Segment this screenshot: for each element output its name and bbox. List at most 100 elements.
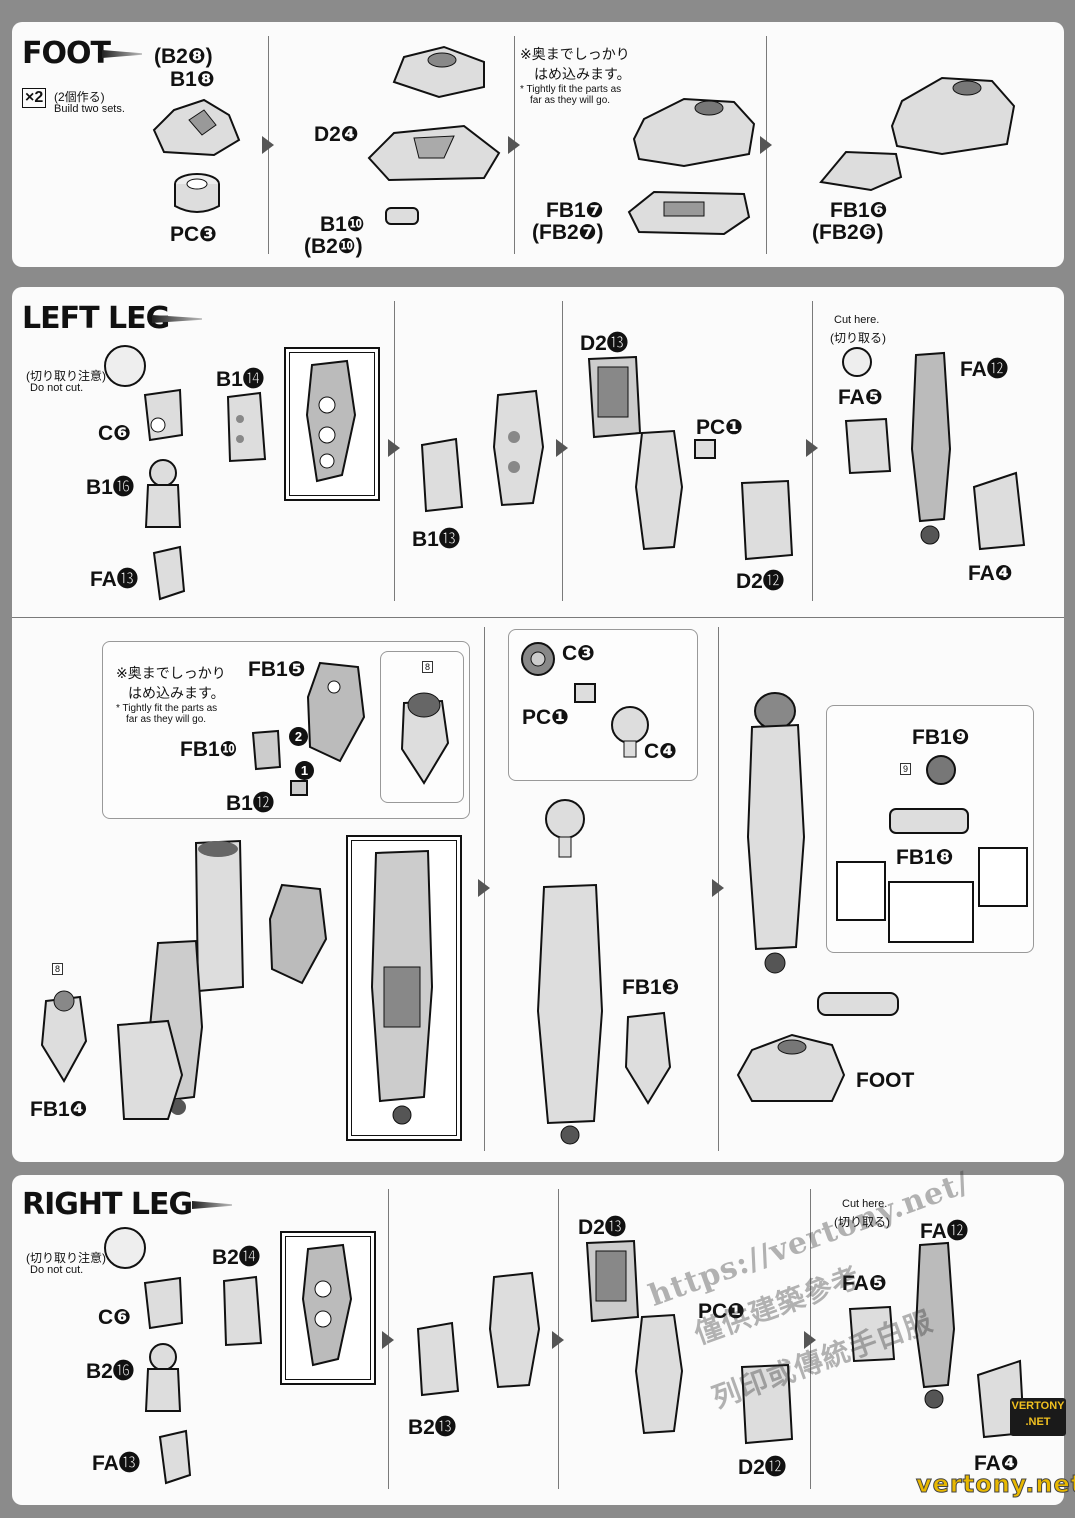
- part-label-fb110: FB1❿: [180, 738, 238, 761]
- part-label-fb14: FB1❹: [30, 1098, 88, 1121]
- part-label-fa12: FA⓬: [920, 1220, 968, 1243]
- leg-part-c6: [140, 385, 186, 445]
- leg-part-b213-plate: [412, 1319, 462, 1399]
- part-label-b210: (B2❿): [304, 235, 363, 258]
- leg-part-fb15-side: [262, 879, 332, 989]
- leg-part-fb15: [300, 657, 370, 767]
- right-leg-panel: RIGHT LEG (切り取り注意) Do not cut. B2⓮ C❻ B2…: [12, 1175, 1064, 1505]
- cut-here-en: Cut here.: [834, 314, 880, 326]
- leg-part-pc1: [692, 437, 718, 461]
- left-leg-panel: LEFT LEG (切り取り注意) Do not cut. B1⓮ C❻ B1⓰…: [12, 287, 1064, 1162]
- part-label-d213: D2⓭: [578, 1216, 626, 1239]
- foot-part-top: [384, 42, 494, 102]
- step-arrow: [552, 1331, 564, 1349]
- part-label-fb18: FB1❽: [896, 846, 954, 869]
- foot-part-fb17: [624, 182, 754, 240]
- part-label-fb19: FB1❾: [912, 726, 970, 749]
- part-label-fa5: FA❺: [842, 1272, 887, 1295]
- do-not-cut-jp: (切り取り注意): [26, 369, 106, 383]
- leg-part-ankle-bar: [812, 983, 904, 1025]
- leg-part-fb18: [884, 801, 974, 841]
- part-label-b112: B1⓬: [226, 792, 274, 815]
- leg-part-upper: [188, 837, 248, 997]
- do-not-cut-en: Do not cut.: [30, 1264, 84, 1276]
- step-arrow: [804, 1331, 816, 1349]
- foot-part-assembled: [624, 84, 764, 174]
- detail-frame-bar: [888, 881, 974, 943]
- title-swoosh: [192, 1201, 232, 1209]
- leg-part-b112: [288, 777, 310, 799]
- step-1-badge: 1: [295, 761, 314, 780]
- part-label-d213: D2⓭: [580, 332, 628, 355]
- detail-frame-right-cap: [978, 847, 1028, 907]
- leg-part-fa4: [968, 467, 1028, 553]
- leg-part-frame: [488, 387, 548, 509]
- logo-bottom-text: .NET: [1025, 1416, 1051, 1428]
- step-arrow: [806, 439, 818, 457]
- leg-part-c6: [140, 1273, 186, 1333]
- part-label-b116: B1⓰: [86, 476, 134, 499]
- badge-9: 9: [900, 763, 912, 775]
- leg-part-outer-armor: [108, 1015, 188, 1125]
- leg-part-full-detail: [362, 847, 442, 1129]
- foot-panel: FOOT ×2 (2個作る) Build two sets. (B2❽) B1❽…: [12, 22, 1064, 267]
- part-label-fb17: FB1❼: [546, 199, 604, 222]
- part-label-b28: (B2❽): [154, 45, 213, 68]
- section-title-left-leg: LEFT LEG: [22, 301, 170, 336]
- leg-part-d212: [736, 477, 796, 563]
- part-label-fb27: (FB2❼): [532, 221, 604, 244]
- detail-frame-left-cap: [836, 861, 886, 921]
- leg-part-b114: [220, 389, 270, 465]
- part-label-b110: B1❿: [320, 213, 365, 236]
- part-label-fa13: FA⓭: [90, 568, 138, 591]
- leg-part-b214: [216, 1273, 266, 1349]
- leg-part-fa13: [148, 543, 188, 603]
- cut-here-jp: (切り取る): [830, 331, 886, 345]
- step-arrow: [388, 439, 400, 457]
- row-divider: [12, 617, 1064, 618]
- part-label-c6: C❻: [98, 1306, 131, 1329]
- part-label-c3: C❸: [562, 642, 595, 665]
- step-arrow: [478, 879, 490, 897]
- leg-part-knee-detail: [394, 683, 454, 787]
- build-count-badge: ×2: [22, 88, 47, 108]
- build-count-jp: (2個作る): [54, 90, 105, 104]
- leg-part-b216: [140, 1341, 186, 1417]
- fit-note-en2: far as they will go.: [126, 714, 207, 725]
- step-arrow: [508, 136, 520, 154]
- foot-part-fb16: [816, 142, 906, 194]
- leg-part-d213: [584, 353, 644, 443]
- fit-note-en1: * Tightly fit the parts as: [116, 703, 218, 714]
- foot-reference-label: FOOT: [856, 1069, 915, 1092]
- section-title-foot: FOOT: [22, 36, 111, 71]
- fit-note-jp2: はめ込みます。: [128, 685, 225, 701]
- part-label-fa4: FA❹: [968, 562, 1013, 585]
- cut-here-jp: (切り取る): [834, 1215, 890, 1229]
- do-not-cut-icon: [104, 1227, 146, 1269]
- foot-part-b1: [144, 90, 244, 162]
- leg-part-fb13: [618, 1007, 674, 1107]
- part-label-d212: D2⓬: [736, 570, 784, 593]
- leg-part-fa5: [844, 1301, 898, 1365]
- part-label-b214: B2⓮: [212, 1246, 260, 1269]
- foot-part-b110: [382, 198, 422, 232]
- leg-part-detail: [297, 355, 363, 487]
- do-not-cut-en: Do not cut.: [30, 382, 84, 394]
- title-swoosh: [152, 315, 202, 323]
- step-arrow: [262, 136, 274, 154]
- step-2-badge: 2: [289, 727, 308, 746]
- cut-icon: [842, 347, 872, 377]
- leg-part-frame: [484, 1269, 544, 1391]
- leg-part-foot-ref: [732, 1025, 848, 1109]
- part-label-pc1: PC❶: [696, 416, 743, 439]
- section-title-right-leg: RIGHT LEG: [22, 1187, 193, 1222]
- step-arrow: [382, 1331, 394, 1349]
- part-label-pc1: PC❶: [522, 706, 569, 729]
- footer-url: vertony.net: [915, 1470, 1075, 1499]
- step-arrow: [712, 879, 724, 897]
- part-label-b113: B1⓭: [412, 528, 460, 551]
- logo-top-text: VERTONY: [1011, 1400, 1065, 1412]
- vertony-logo: VERTONY .NET: [1010, 1398, 1066, 1436]
- part-label-fa12: FA⓬: [960, 358, 1008, 381]
- part-label-fb26: (FB2❻): [812, 221, 884, 244]
